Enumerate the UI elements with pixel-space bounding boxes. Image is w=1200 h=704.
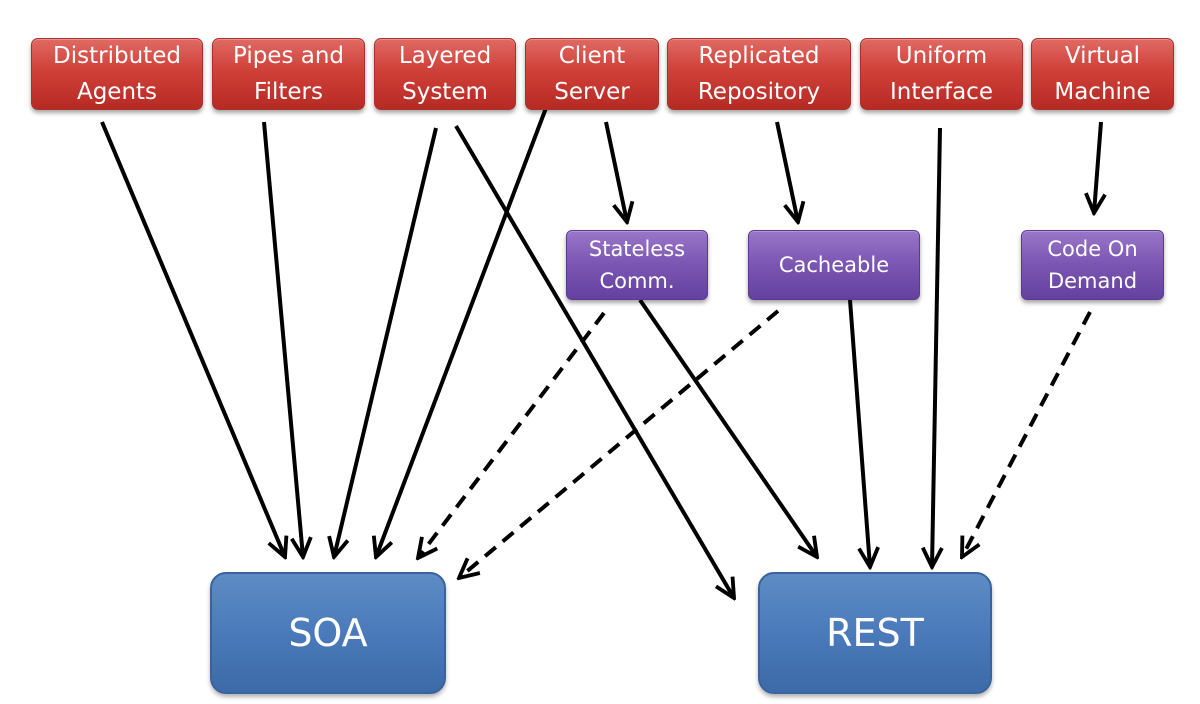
style-replicated-repository: Replicated Repository	[667, 38, 851, 110]
arrow-virtual-machine-to-code-on-demand	[1094, 121, 1101, 213]
arrow-pipes-and-filters-to-soa	[262, 121, 303, 557]
style-uniform-interface: Uniform Interface	[860, 38, 1023, 110]
constraint-stateless-comm: Stateless Comm.	[566, 230, 708, 300]
style-client-server: Client Server	[525, 38, 659, 110]
arrow-layered-system-to-soa	[334, 127, 438, 557]
style-pipes-and-filters: Pipes and Filters	[212, 38, 365, 110]
arrow-client-server-to-soa	[376, 107, 548, 557]
arrow-distributed-agents-to-soa	[100, 121, 285, 557]
arrow-code-on-demand-to-rest-dashed	[962, 311, 1092, 557]
arrow-stateless-to-soa-dashed	[418, 311, 606, 558]
constraint-code-on-demand: Code On Demand	[1021, 230, 1164, 300]
style-distributed-agents: Distributed Agents	[31, 38, 203, 110]
arrow-replicated-repository-to-cacheable	[775, 121, 798, 222]
arrow-client-server-to-stateless	[604, 121, 627, 222]
constraint-cacheable: Cacheable	[748, 230, 920, 300]
target-soa: SOA	[210, 572, 446, 694]
arrow-stateless-to-rest	[638, 298, 817, 557]
style-virtual-machine: Virtual Machine	[1031, 38, 1174, 110]
arrow-layered-system-to-rest	[454, 124, 734, 598]
target-rest: REST	[758, 572, 992, 694]
arrow-cacheable-to-soa-dashed	[459, 309, 780, 578]
arrow-cacheable-to-rest	[848, 299, 870, 567]
arrow-uniform-interface-to-rest	[932, 127, 940, 567]
style-layered-system: Layered System	[374, 38, 516, 110]
